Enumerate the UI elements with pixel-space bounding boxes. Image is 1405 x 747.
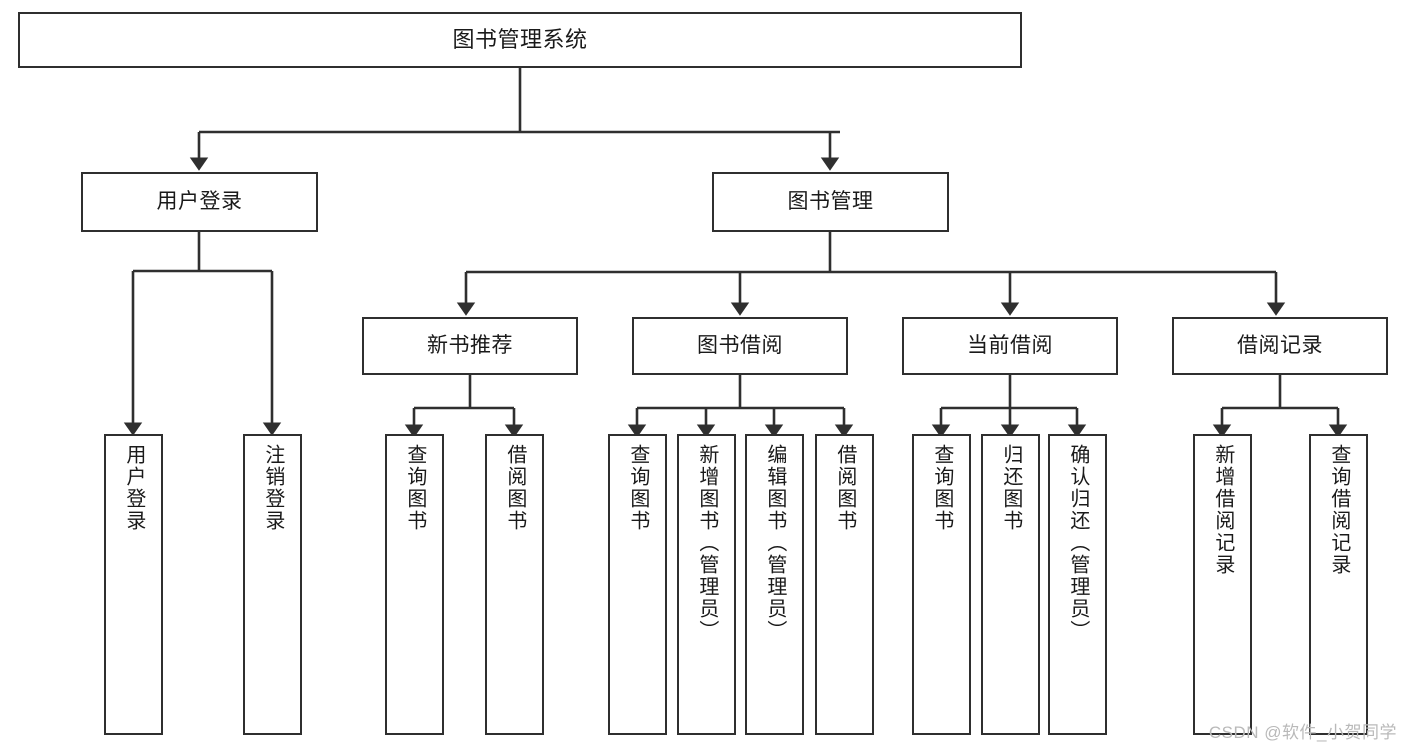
node-label: 新书推荐 [427,333,513,357]
node-label: 当前借阅 [967,333,1053,357]
leaf-user-login[interactable]: 用户登录 [104,434,163,735]
leaf-query-borrow-record[interactable]: 查询借阅记录 [1309,434,1368,735]
edge-current-borrow-to-leaves [931,375,1087,438]
node-label: 用户登录 [122,444,145,532]
edge-user-login-to-leaves [123,232,282,436]
node-label: 确认归还（管理员） [1066,444,1089,642]
leaf-borrow-book-new-rec[interactable]: 借阅图书 [485,434,544,735]
edge-book-manage-to-level2 [456,232,1286,316]
node-user-login[interactable]: 用户登录 [81,172,318,232]
leaf-edit-book-admin[interactable]: 编辑图书（管理员） [745,434,804,735]
node-label: 借阅图书 [833,444,856,532]
node-borrowing-record[interactable]: 借阅记录 [1172,317,1388,375]
node-current-borrowing[interactable]: 当前借阅 [902,317,1118,375]
node-label: 查询图书 [930,444,953,532]
node-label: 图书借阅 [697,333,783,357]
node-book-borrowing[interactable]: 图书借阅 [632,317,848,375]
node-label: 借阅图书 [503,444,526,532]
leaf-add-borrow-record[interactable]: 新增借阅记录 [1193,434,1252,735]
node-label: 查询图书 [403,444,426,532]
leaf-user-logout[interactable]: 注销登录 [243,434,302,735]
node-label: 查询图书 [626,444,649,532]
leaf-confirm-return-admin[interactable]: 确认归还（管理员） [1048,434,1107,735]
leaf-borrow-book[interactable]: 借阅图书 [815,434,874,735]
leaf-query-book-borrow[interactable]: 查询图书 [608,434,667,735]
edge-book-borrow-to-leaves [627,375,854,438]
node-label: 新增借阅记录 [1211,444,1234,576]
node-label: 编辑图书（管理员） [763,444,786,642]
edge-root-to-level1 [189,68,840,171]
node-label: 注销登录 [261,444,284,532]
leaf-query-book-new-rec[interactable]: 查询图书 [385,434,444,735]
edge-new-book-rec-to-leaves [404,375,524,438]
leaf-query-book-current[interactable]: 查询图书 [912,434,971,735]
node-label: 借阅记录 [1237,333,1323,357]
edge-borrow-record-to-leaves [1212,375,1348,438]
node-label: 查询借阅记录 [1327,444,1350,576]
leaf-return-book[interactable]: 归还图书 [981,434,1040,735]
node-new-book-recommendation[interactable]: 新书推荐 [362,317,578,375]
node-label: 图书管理系统 [452,27,588,53]
leaf-add-book-admin[interactable]: 新增图书（管理员） [677,434,736,735]
node-label: 归还图书 [999,444,1022,532]
node-label: 用户登录 [156,189,243,213]
node-root-book-management-system[interactable]: 图书管理系统 [18,12,1022,68]
node-label: 图书管理 [787,189,874,213]
node-book-management[interactable]: 图书管理 [712,172,949,232]
watermark-text: CSDN @软件_小贺同学 [1208,723,1397,742]
node-label: 新增图书（管理员） [695,444,718,642]
